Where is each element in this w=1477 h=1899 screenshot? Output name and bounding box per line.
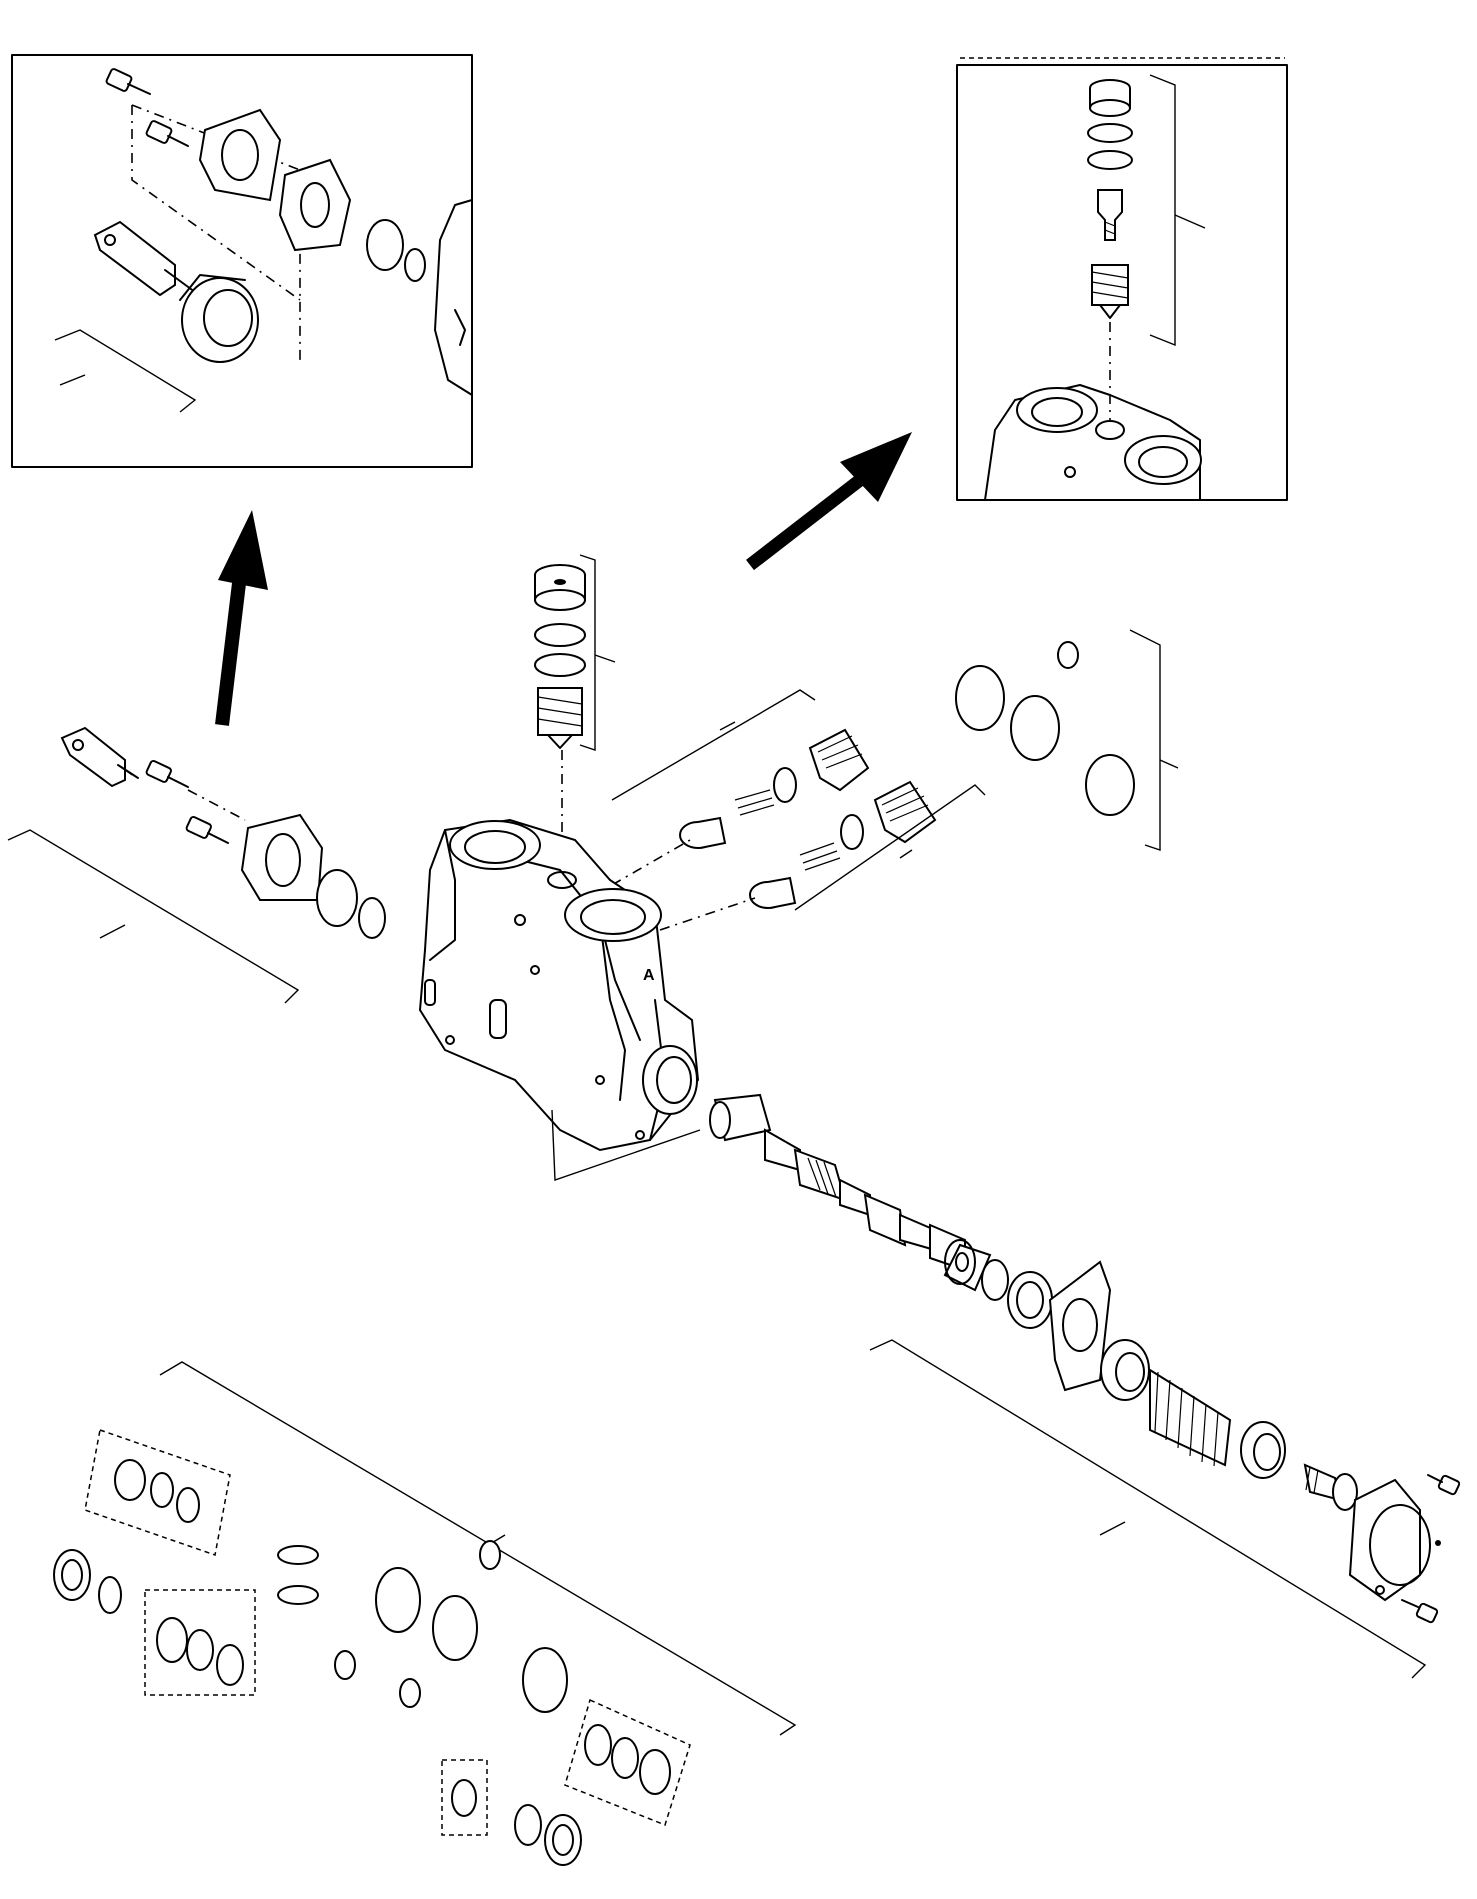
o-ring-icon [639, 1749, 671, 1795]
o-ring-icon [1057, 641, 1079, 669]
o-ring-icon [334, 1650, 356, 1680]
check-plug [873, 780, 937, 844]
o-ring-icon [1010, 695, 1060, 761]
o-ring-icon [522, 1647, 568, 1713]
spring-icon [1149, 1368, 1232, 1467]
valve-body-icon: A [418, 818, 701, 1181]
check-poppet [749, 876, 797, 909]
o-ring-icon [399, 1678, 421, 1708]
o-ring-icon [981, 1259, 1009, 1301]
o-ring-icon [98, 1576, 122, 1614]
valve-body-icon [984, 384, 1202, 501]
gasket-plate [278, 158, 352, 252]
spring-icon [799, 842, 841, 871]
end-cap [1348, 1478, 1441, 1602]
o-ring-icon [375, 1567, 421, 1633]
o-ring-icon [114, 1459, 146, 1501]
left-flange-assembly [7, 726, 386, 1004]
o-ring-icon [451, 1779, 477, 1817]
bolt-icon [105, 68, 151, 95]
relief-cartridge [534, 554, 616, 850]
bolt-icon [145, 759, 189, 788]
o-ring-icon [773, 767, 797, 803]
clevis-rod [60, 726, 139, 788]
o-ring-icon [277, 1545, 319, 1565]
o-ring-icon [534, 623, 586, 647]
o-ring-icon [1007, 1271, 1053, 1329]
o-ring-icon [316, 869, 358, 927]
bolt-icon [1303, 1463, 1358, 1511]
bolt-icon [145, 120, 189, 147]
o-ring-icon [277, 1585, 319, 1605]
spool-icon [709, 1093, 992, 1292]
o-ring-icon [840, 814, 864, 850]
clevis-rod [93, 220, 196, 297]
flange-plate [198, 108, 282, 202]
o-ring-icon [514, 1804, 542, 1846]
check-poppet [679, 816, 727, 849]
port-label: A [643, 967, 655, 984]
seal-housing [179, 274, 259, 363]
o-ring-icon [156, 1617, 188, 1663]
check-plug [808, 728, 870, 792]
seal-retainer [1100, 1339, 1150, 1401]
spring-icon [1091, 264, 1129, 319]
spring-icon [537, 687, 583, 749]
o-ring-icon [1087, 150, 1133, 170]
spring-icon [734, 789, 775, 816]
o-ring-icon [53, 1549, 91, 1601]
arrow-up-icon [215, 510, 268, 726]
o-ring-icon [358, 897, 386, 939]
o-ring-icon [611, 1737, 639, 1779]
o-ring-icon [534, 653, 586, 677]
o-ring-icon [366, 219, 404, 271]
check-valve-assembly [611, 689, 986, 931]
inset-box-left [11, 54, 473, 468]
kit-group-3 [564, 1698, 691, 1826]
kit-group-1 [84, 1429, 231, 1556]
o-ring-group-upper [955, 629, 1179, 851]
kit-group-2 [144, 1589, 256, 1696]
o-ring-icon [1087, 123, 1133, 143]
o-ring-icon [216, 1644, 244, 1686]
o-ring-icon [176, 1487, 200, 1523]
valve-cap [1089, 79, 1131, 117]
o-ring-icon [584, 1724, 612, 1766]
o-ring-icon [479, 1540, 501, 1570]
seal-kit [53, 1361, 797, 1866]
kit-group-4 [441, 1759, 488, 1836]
o-ring-icon [544, 1814, 582, 1866]
bolt-icon [185, 815, 229, 844]
inset-box-right [956, 64, 1288, 501]
o-ring-icon [186, 1629, 214, 1671]
o-ring-icon [404, 248, 426, 282]
poppet [1097, 189, 1123, 241]
o-ring-icon [150, 1472, 174, 1508]
arrow-up-icon [746, 432, 912, 571]
bolt-icon [1427, 1474, 1461, 1496]
o-ring-icon [955, 665, 1005, 731]
o-ring-icon [432, 1595, 478, 1661]
gasket-plate [1048, 1260, 1112, 1392]
o-ring-icon [1085, 754, 1135, 816]
flange-plate [240, 813, 324, 901]
spool-end-assembly [869, 1259, 1461, 1679]
bolt-icon [1401, 1599, 1439, 1624]
